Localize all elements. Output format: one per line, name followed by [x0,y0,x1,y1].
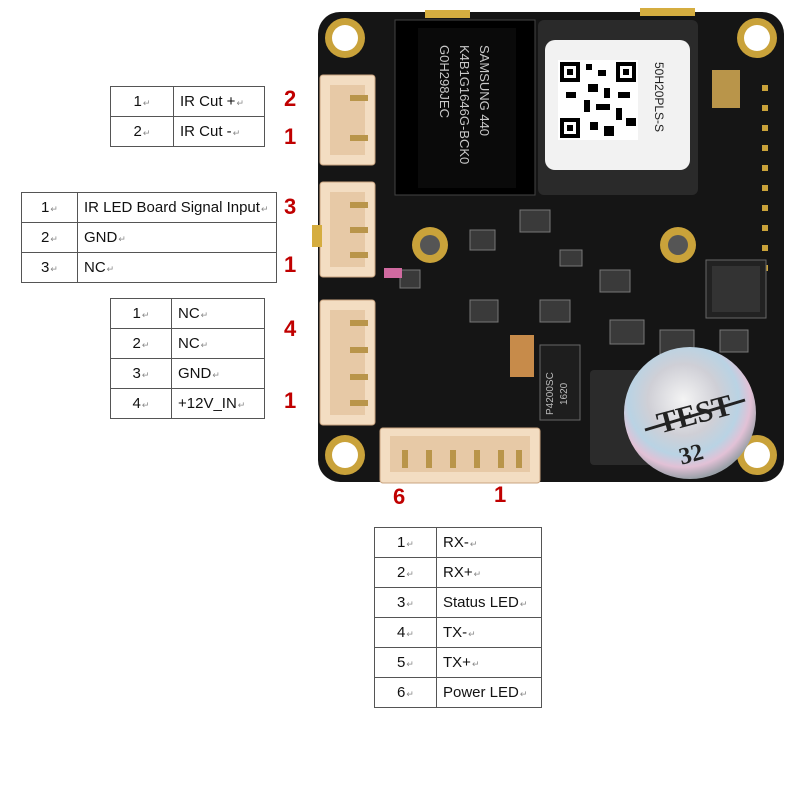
pin-number: 6 [374,677,437,708]
connector-ircut [319,74,376,166]
mosfet-text-2: 1620 [559,382,570,405]
pin-number: 3 [21,252,78,283]
irled-end-label-bottom: 1 [284,252,297,277]
pin-function: RX+ [436,557,542,588]
ircut-pin-table: 1 IR Cut + 2 IR Cut - [110,86,265,147]
pin-function: IR Cut + [173,86,265,117]
mounting-holes [325,18,777,475]
power-mosfet [539,344,581,421]
pin-function: Power LED [436,677,542,708]
controller-ic [705,259,767,319]
pin-number: 3 [374,587,437,618]
pin-number: 1 [21,192,78,223]
pin-function: IR LED Board Signal Input [77,192,277,223]
capacitor [510,335,534,377]
table-row: 6 Power LED [374,677,542,708]
memory-chip [394,19,536,196]
screw-vias [412,227,696,263]
table-row: 1 RX- [374,527,542,558]
pin-number: 1 [374,527,437,558]
memory-chip-text-2: K4B1G1646G-BCK0 [457,45,472,164]
pin-function: GND [171,358,265,389]
power-end-label-top: 4 [284,316,297,341]
crystal [712,70,740,108]
irled-end-label-top: 3 [284,194,297,219]
pin-number: 2 [110,116,174,147]
connector-power [319,299,376,426]
pin-function: RX- [436,527,542,558]
pin-number: 2 [374,557,437,588]
pin-number: 1 [110,86,174,117]
pin-number: 1 [110,298,172,329]
table-row: 2 GND [21,222,277,253]
table-row: 5 TX+ [374,647,542,678]
smd-components [399,209,749,355]
table-row: 3 NC [21,252,277,283]
memory-chip-text-3: G0H298JEC [437,45,452,118]
pin-number: 4 [110,388,172,419]
network-end-label-right: 1 [494,482,507,507]
connector-network [379,427,541,484]
table-row: 4 TX- [374,617,542,648]
qr-code-icon [558,60,638,140]
pin-number: 3 [110,358,172,389]
pin-function: TX- [436,617,542,648]
module-label: 50H20PLS-S [652,62,666,132]
pin-function: GND [77,222,277,253]
irled-pin-table: 1 IR LED Board Signal Input 2 GND 3 NC [21,192,277,283]
table-row: 2 RX+ [374,557,542,588]
table-row: 1 NC [110,298,265,329]
network-pin-table: 1 RX- 2 RX+ 3 Status LED 4 TX- 5 TX+ 6 P… [374,527,542,708]
pin-number: 5 [374,647,437,678]
table-row: 2 IR Cut - [110,116,265,147]
power-pin-table: 1 NC 2 NC 3 GND 4 +12V_IN [110,298,265,419]
ircut-end-label-bottom: 1 [284,124,297,149]
pin-number: 2 [21,222,78,253]
table-row: 3 GND [110,358,265,389]
test-sticker [624,347,756,479]
pin-function: TX+ [436,647,542,678]
table-row: 4 +12V_IN [110,388,265,419]
table-row: 2 NC [110,328,265,359]
pink-resistor [384,268,402,278]
network-end-label-left: 6 [393,484,406,509]
ircut-end-label-top: 2 [284,86,297,111]
connector-irled [312,181,376,278]
top-gold-pads [425,8,695,18]
table-row: 1 IR LED Board Signal Input [21,192,277,223]
pin-function: NC [171,298,265,329]
pin-function: NC [77,252,277,283]
pin-function: IR Cut - [173,116,265,147]
pin-number: 2 [110,328,172,359]
pin-number: 4 [374,617,437,648]
pin-function: +12V_IN [171,388,265,419]
pin-function: Status LED [436,587,542,618]
mosfet-text-1: P4200SC [545,372,556,415]
table-row: 1 IR Cut + [110,86,265,117]
table-row: 3 Status LED [374,587,542,618]
memory-chip-text-1: SAMSUNG 440 [477,45,492,136]
pin-function: NC [171,328,265,359]
power-end-label-bottom: 1 [284,388,297,413]
